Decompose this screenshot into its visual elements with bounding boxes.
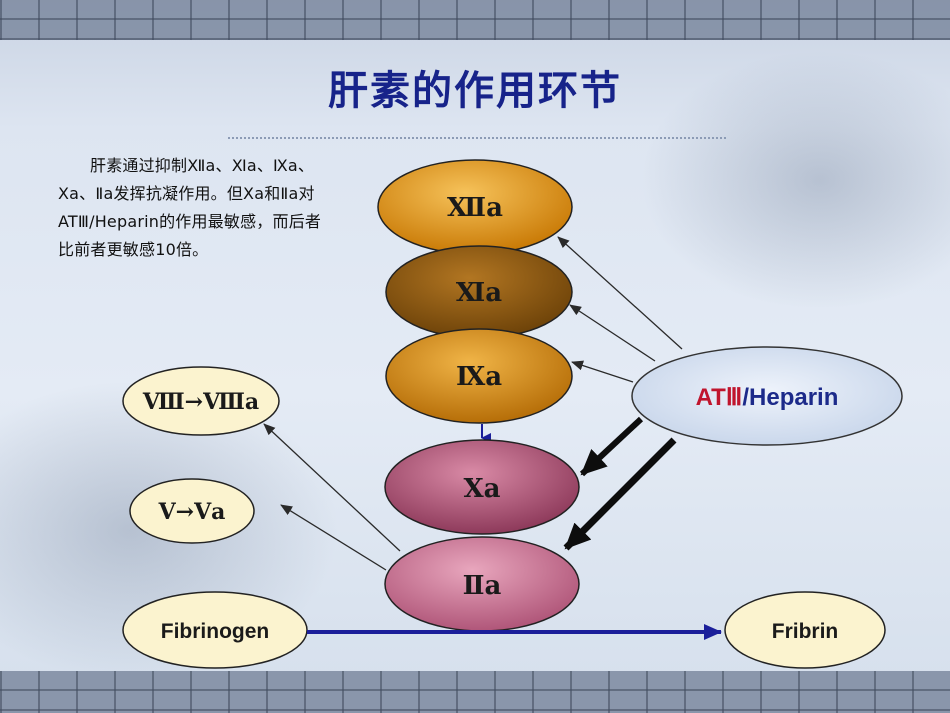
factor-2a-node: Ⅱa bbox=[384, 536, 580, 632]
factor-10a-label: Ⅹa bbox=[463, 474, 500, 504]
heparin-label: /Heparin bbox=[742, 384, 838, 411]
factor-5-label: Ⅴ→Ⅴa bbox=[158, 499, 226, 525]
factor-2a-label: Ⅱa bbox=[463, 571, 502, 601]
at-heparin-node: ATⅢ/Heparin bbox=[631, 346, 903, 446]
factor-12a-node: Ⅻa bbox=[377, 159, 573, 255]
fibrinogen-node: Fibrinogen bbox=[122, 591, 308, 669]
at-heparin-label: ATⅢ/Heparin bbox=[696, 384, 839, 411]
factor-8-node: Ⅷ→Ⅷa bbox=[122, 366, 280, 436]
factor-9a-node: Ⅸa bbox=[385, 328, 573, 424]
fibrin-label: Fribrin bbox=[772, 620, 839, 643]
fibrinogen-label: Fibrinogen bbox=[161, 620, 270, 643]
arrow-at-to-2a bbox=[563, 437, 677, 551]
factor-11a-node: Ⅺa bbox=[385, 245, 573, 339]
background-wall-right bbox=[640, 50, 950, 310]
title-divider bbox=[228, 137, 726, 139]
arrow-at-to-12a bbox=[557, 236, 683, 350]
arrow-at-to-10a bbox=[579, 416, 644, 477]
factor-9a-label: Ⅸa bbox=[456, 362, 502, 392]
factor-5-node: Ⅴ→Ⅴa bbox=[129, 478, 255, 544]
at-label: ATⅢ bbox=[696, 384, 743, 411]
factor-12a-label: Ⅻa bbox=[447, 193, 503, 223]
brick-border-top bbox=[0, 0, 950, 40]
factor-8-label: Ⅷ→Ⅷa bbox=[142, 389, 259, 415]
arrow-2a-to-8 bbox=[263, 423, 401, 552]
arrow-at-to-9a bbox=[571, 360, 634, 383]
arrow-at-to-11a bbox=[569, 304, 656, 362]
factor-11a-label: Ⅺa bbox=[456, 278, 502, 308]
arrow-2a-to-5 bbox=[280, 504, 387, 571]
page-title: 肝素的作用环节 bbox=[328, 67, 622, 114]
brick-border-bottom bbox=[0, 671, 950, 713]
factor-10a-node: Ⅹa bbox=[384, 439, 580, 535]
fibrin-node: Fribrin bbox=[724, 591, 886, 669]
description-text: 肝素通过抑制Ⅻa、Ⅺa、Ⅸa、Ⅹa、Ⅱa发挥抗凝作用。但Ⅹa和Ⅱa对ATⅢ/He… bbox=[58, 156, 322, 259]
